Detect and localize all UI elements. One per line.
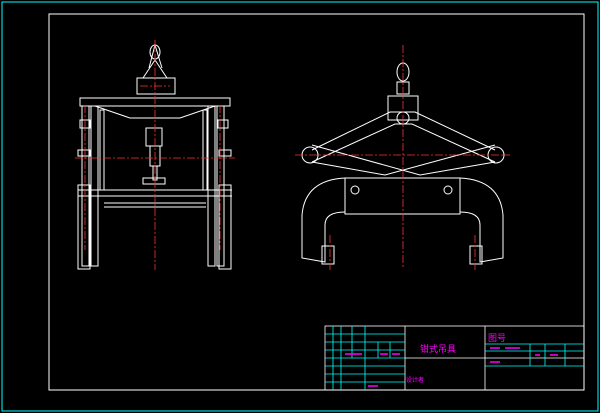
drawing-number-label: 图号 xyxy=(488,334,507,344)
title-block xyxy=(324,325,585,391)
designer-label: 设计者 xyxy=(406,377,425,384)
drawing-border-inner xyxy=(48,13,585,391)
side-view xyxy=(301,62,505,265)
side-view-center-lines xyxy=(295,45,510,270)
drawing-title: 钳式吊具 xyxy=(420,345,457,355)
front-view-center-lines xyxy=(75,40,235,270)
